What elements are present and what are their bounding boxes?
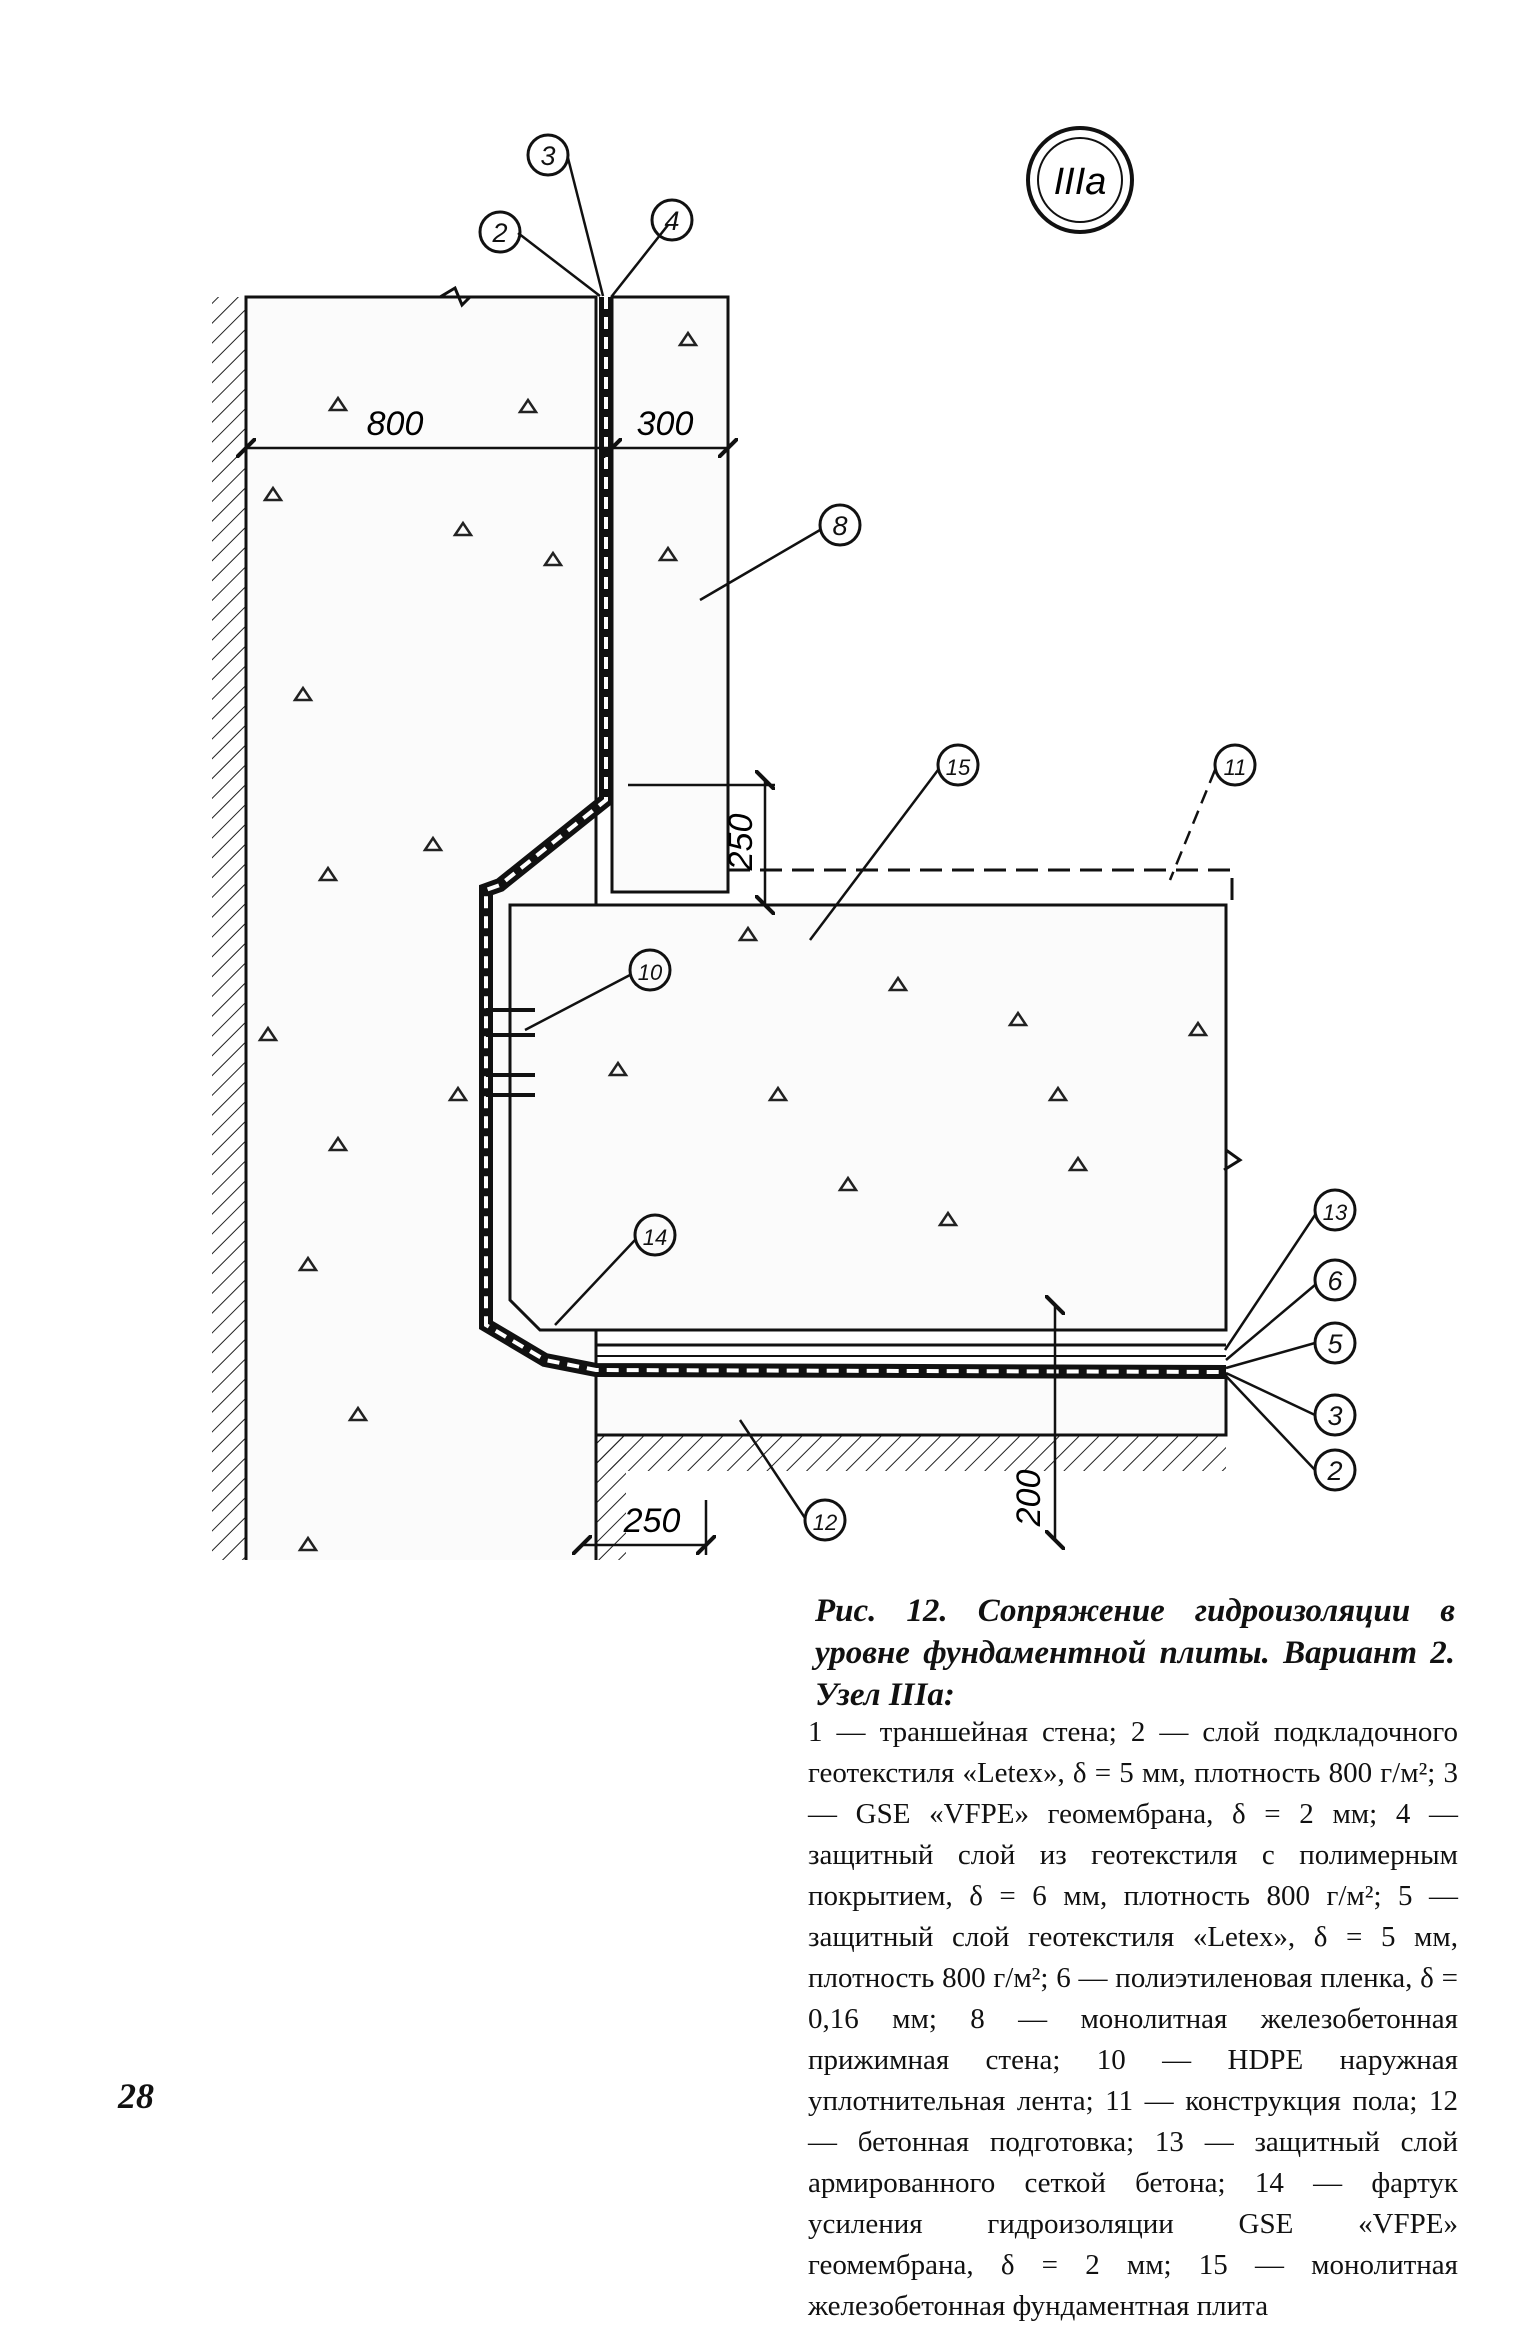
dim-250-bottom: 250 [623,1502,681,1540]
soil-hatch-left [212,297,246,1560]
node-label: IIIa [1026,126,1134,234]
callout-3a [526,133,570,177]
callout-14-text: 14 [643,1225,667,1250]
dim-300: 300 [637,405,694,443]
dim-800: 800 [367,405,424,443]
callout-11 [1213,743,1257,787]
figure-caption-title: Рис. 12. Сопряжение гидроизоляции в уров… [815,1593,1455,1713]
callout-2b [1313,1448,1357,1492]
callout-12-text: 12 [813,1510,837,1535]
callout-5-text: 5 [1327,1329,1343,1359]
callout-2b-text: 2 [1326,1456,1342,1486]
callout-3b [1313,1393,1357,1437]
callout-15-text: 15 [946,755,971,780]
leader-lines [517,157,1317,1519]
soil-hatch-bottom [596,1435,1226,1471]
callout-5 [1313,1321,1357,1365]
svg-text:IIIa: IIIa [1054,161,1107,203]
callout-2a-text: 2 [491,218,507,248]
callout-10-text: 10 [638,960,663,985]
callout-3b-text: 3 [1327,1401,1342,1431]
concrete-preparation [594,1373,1228,1437]
callout-4-text: 4 [664,206,679,236]
foundation-slab [508,903,1228,1332]
callout-4 [650,198,694,242]
callout-14 [633,1213,677,1257]
floor-construction [728,868,1234,905]
page-number: 28 [118,2076,154,2116]
callout-11-text: 11 [1224,755,1247,780]
callout-12 [803,1498,847,1542]
dimension-lines [246,448,1055,1555]
callout-13 [1313,1188,1357,1232]
callout-6 [1313,1258,1357,1302]
section-drawing: 800 300 250 250 200 IIIa [212,126,1357,1560]
aggregate-marks [257,330,1209,1552]
callout-3a-text: 3 [540,141,555,171]
callout-8-text: 8 [832,511,847,541]
dim-200: 200 [1010,1470,1048,1528]
sealing-strip [486,1008,535,1097]
callout-10 [628,948,672,992]
callout-13-text: 13 [1323,1200,1348,1225]
callout-15 [936,743,980,787]
legend-text: 1 — траншейная стена; 2 — слой подкладоч… [808,1716,1458,2322]
dim-250-top: 250 [722,814,760,872]
callout-2a [478,210,522,254]
callout-6-text: 6 [1327,1266,1343,1296]
callout-8 [818,503,862,547]
figure-legend: 1 — траншейная стена; 2 — слой подкладоч… [118,1712,1458,2327]
soil-hatch-step [596,1435,626,1560]
